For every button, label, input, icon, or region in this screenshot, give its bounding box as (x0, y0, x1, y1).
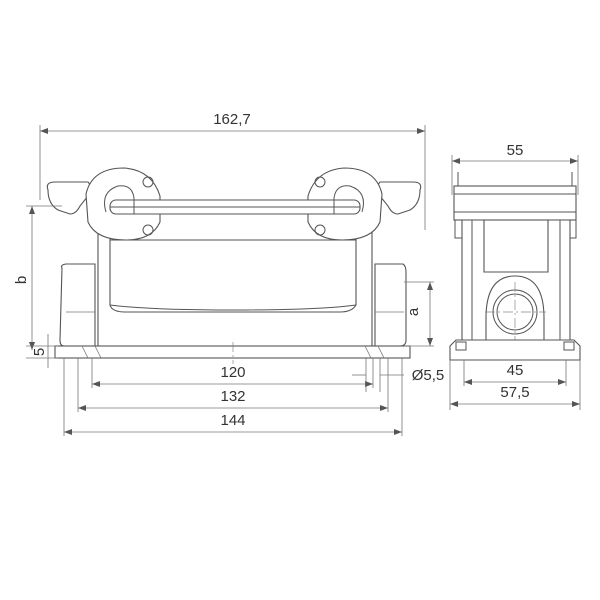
housing-body (97, 231, 373, 351)
dim-hole-diameter: Ø5,5 (352, 358, 444, 392)
front-view: 162,7 (13, 111, 444, 436)
dim-height-a: a (404, 281, 434, 347)
dim-label-diameter: Ø5,5 (412, 367, 445, 384)
locking-lever (46, 167, 422, 241)
side-view: 55 45 (449, 142, 581, 410)
dim-label-45: 45 (507, 362, 524, 379)
dim-height-b: b (13, 205, 62, 350)
dim-side-top: 55 (451, 142, 579, 195)
right-boss (374, 263, 407, 347)
dim-label-132: 132 (220, 388, 245, 405)
side-base-plate (449, 339, 581, 361)
dim-label-120: 120 (220, 364, 245, 381)
base-plate (54, 345, 411, 359)
dim-overall-width: 162,7 (39, 111, 426, 230)
dim-label-55: 55 (507, 142, 524, 159)
cable-entry (485, 275, 546, 347)
dim-label-162-7: 162,7 (213, 111, 251, 128)
dim-label-5: 5 (31, 348, 48, 356)
dim-bottom-front: 120 132 144 (63, 358, 403, 436)
left-boss (59, 263, 96, 347)
dim-base-height: 5 (26, 334, 58, 368)
dim-label-a: a (405, 307, 422, 316)
dim-label-57-5: 57,5 (500, 384, 529, 401)
dim-label-b: b (13, 276, 30, 284)
side-lever-block (453, 185, 577, 221)
dim-label-144: 144 (220, 412, 245, 429)
dim-side-bottom: 45 57,5 (449, 360, 581, 410)
